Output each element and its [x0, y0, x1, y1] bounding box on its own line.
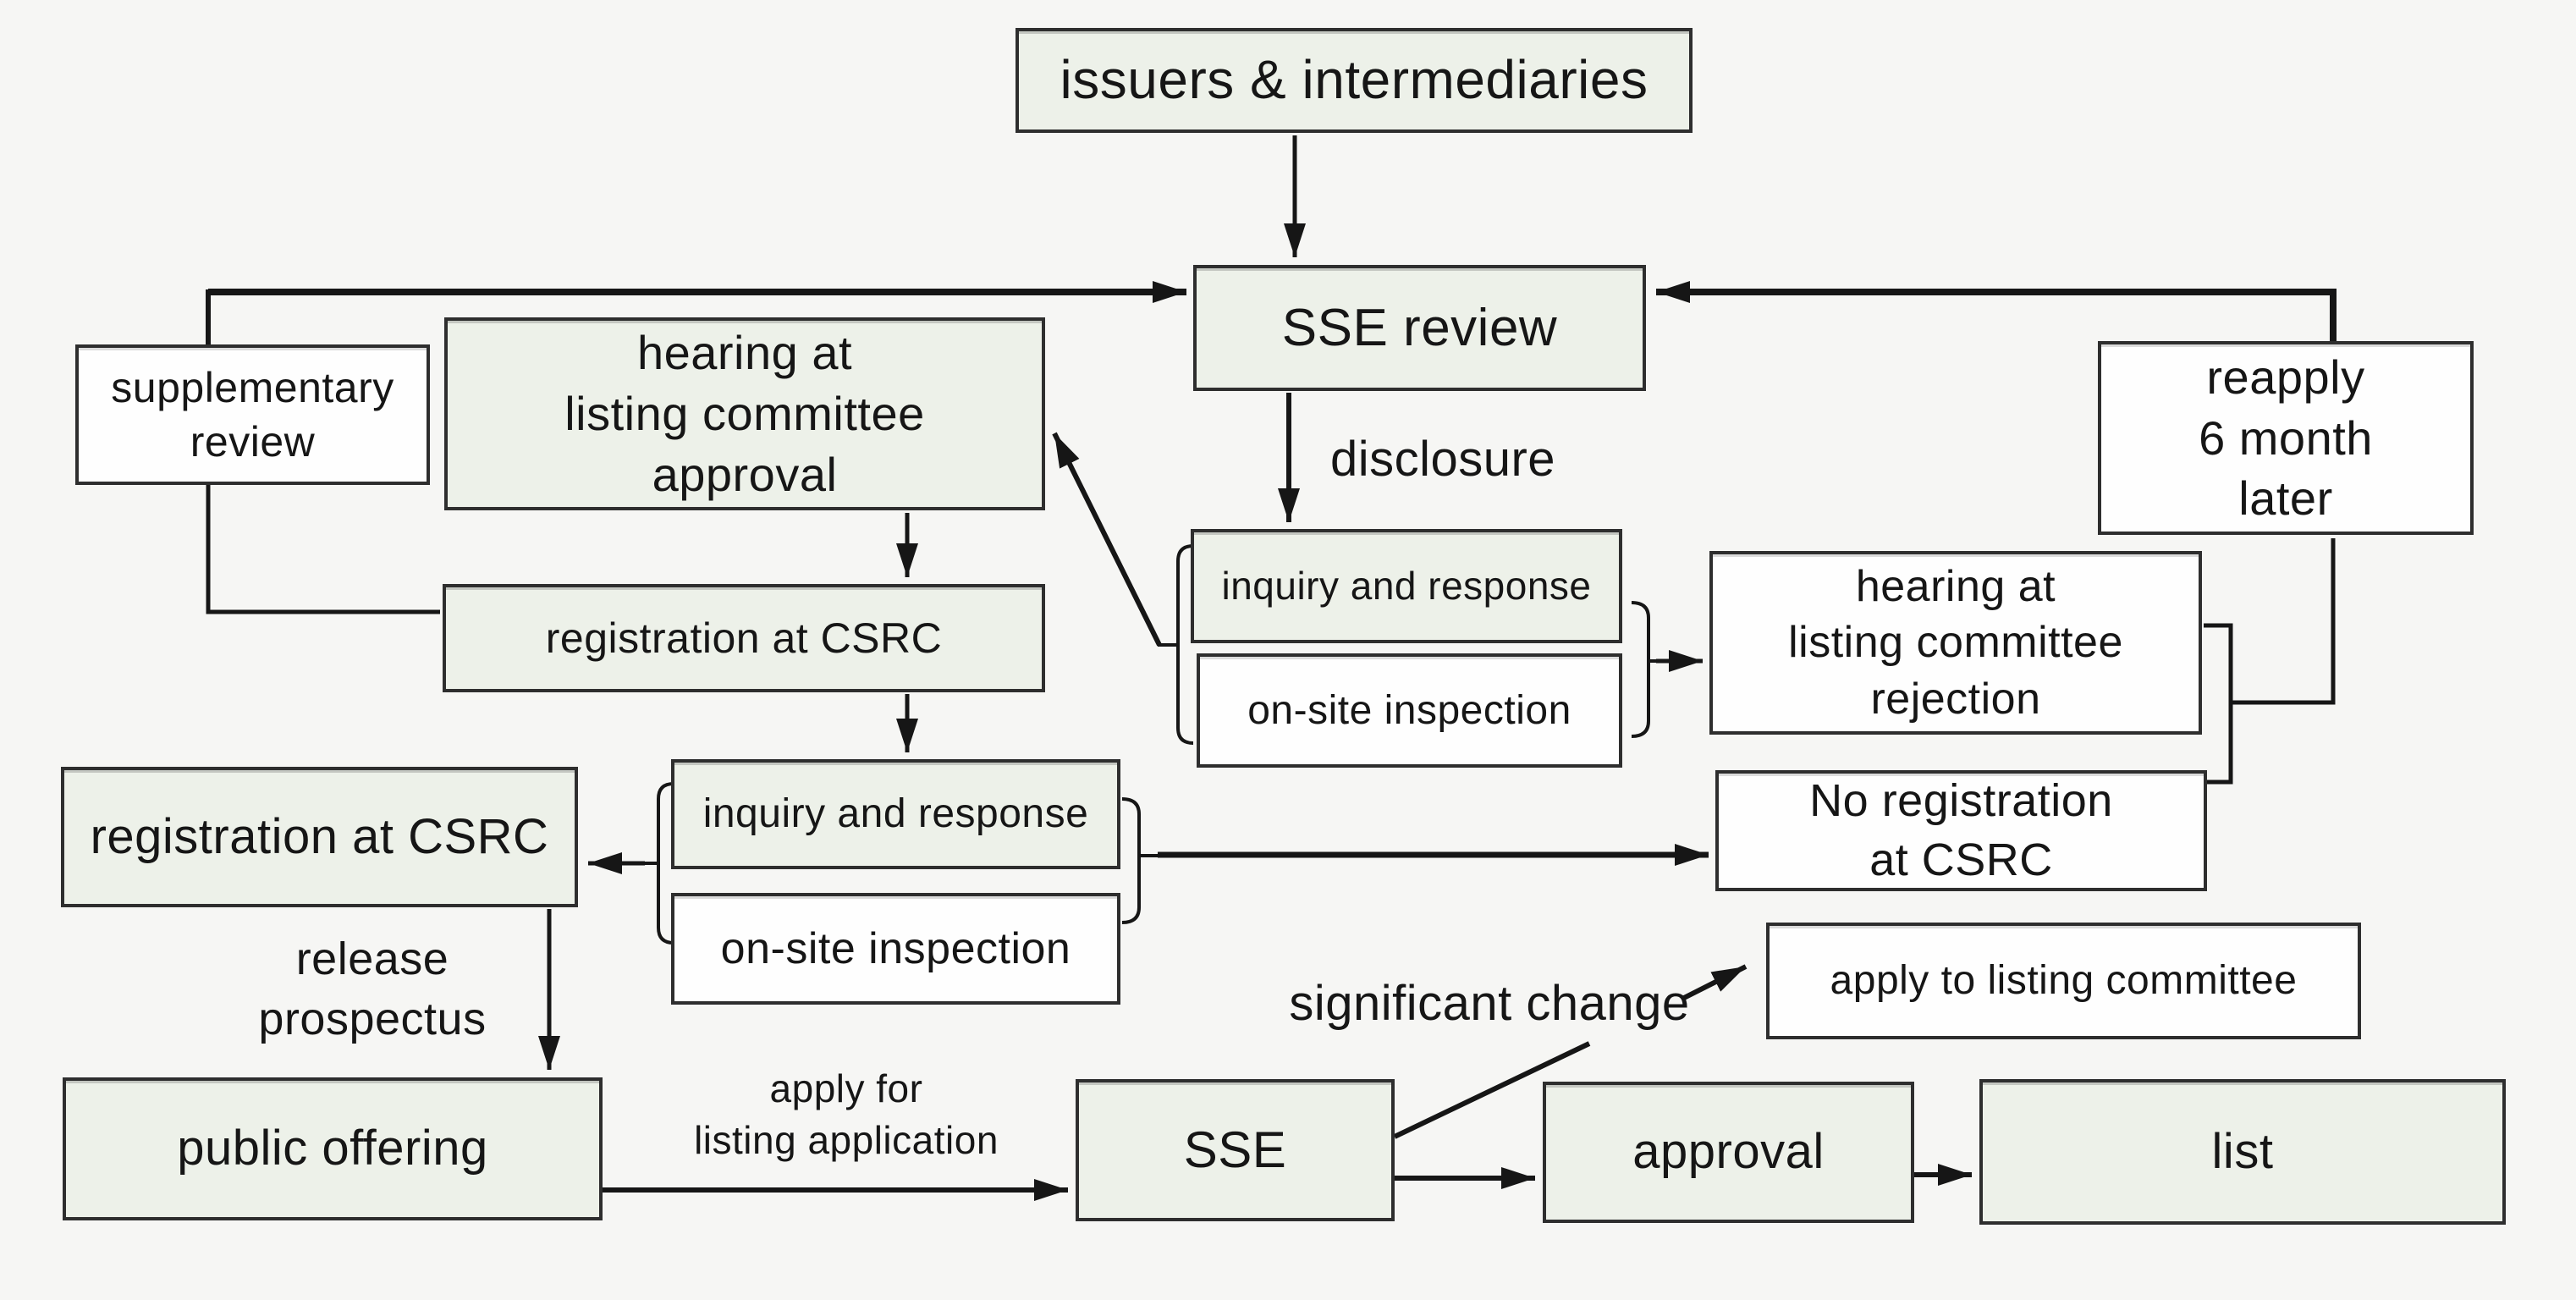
- bracket-lower-right: [1121, 797, 1141, 924]
- node-no-registration-csrc: No registration at CSRC: [1715, 770, 2207, 891]
- group-brackets: [643, 544, 1658, 945]
- bracket-upper-right: [1631, 601, 1650, 738]
- line-supplementary-to-registration: [206, 485, 440, 614]
- node-reapply-6-month-later: reapply 6 month later: [2098, 341, 2474, 535]
- node-list: list: [1979, 1079, 2506, 1225]
- line-significant-change: [1393, 1041, 1591, 1139]
- node-approval: approval: [1543, 1082, 1914, 1223]
- node-onsite-inspection-top: on-site inspection: [1197, 653, 1622, 768]
- arrow-significant-change: [1681, 964, 1748, 1001]
- arrow-pair-to-hearing-approval: [1052, 432, 1162, 647]
- node-sse: SSE: [1076, 1079, 1395, 1221]
- node-onsite-inspection-bottom: on-site inspection: [671, 893, 1120, 1005]
- node-hearing-committee-approval: hearing at listing committee approval: [444, 317, 1045, 510]
- node-issuers-intermediaries: issuers & intermediaries: [1016, 28, 1693, 133]
- node-inquiry-response-top: inquiry and response: [1191, 529, 1622, 643]
- node-sse-review: SSE review: [1193, 265, 1646, 391]
- node-hearing-committee-rejection: hearing at listing committee rejection: [1709, 551, 2202, 735]
- flow-arrows: [206, 135, 2337, 1201]
- node-supplementary-review: supplementary review: [75, 344, 430, 485]
- node-apply-to-listing-committee: apply to listing committee: [1766, 923, 2361, 1039]
- node-registration-csrc-middle: registration at CSRC: [443, 584, 1045, 692]
- edge-label-disclosure: disclosure: [1329, 432, 1556, 487]
- bracket-rejection-group: [2204, 623, 2233, 785]
- edge-label-significant-change: significant change: [1289, 976, 1690, 1031]
- edge-label-apply-for-listing: apply for listing application: [694, 1066, 999, 1162]
- node-public-offering: public offering: [63, 1077, 603, 1220]
- node-registration-csrc-left: registration at CSRC: [61, 767, 578, 907]
- line-rejection-to-reapply: [2231, 538, 2336, 705]
- node-inquiry-response-bottom: inquiry and response: [671, 759, 1120, 869]
- edge-label-release-prospectus: release prospectus: [258, 934, 487, 1045]
- arrow-reapply-to-sse-review: [1656, 281, 2337, 344]
